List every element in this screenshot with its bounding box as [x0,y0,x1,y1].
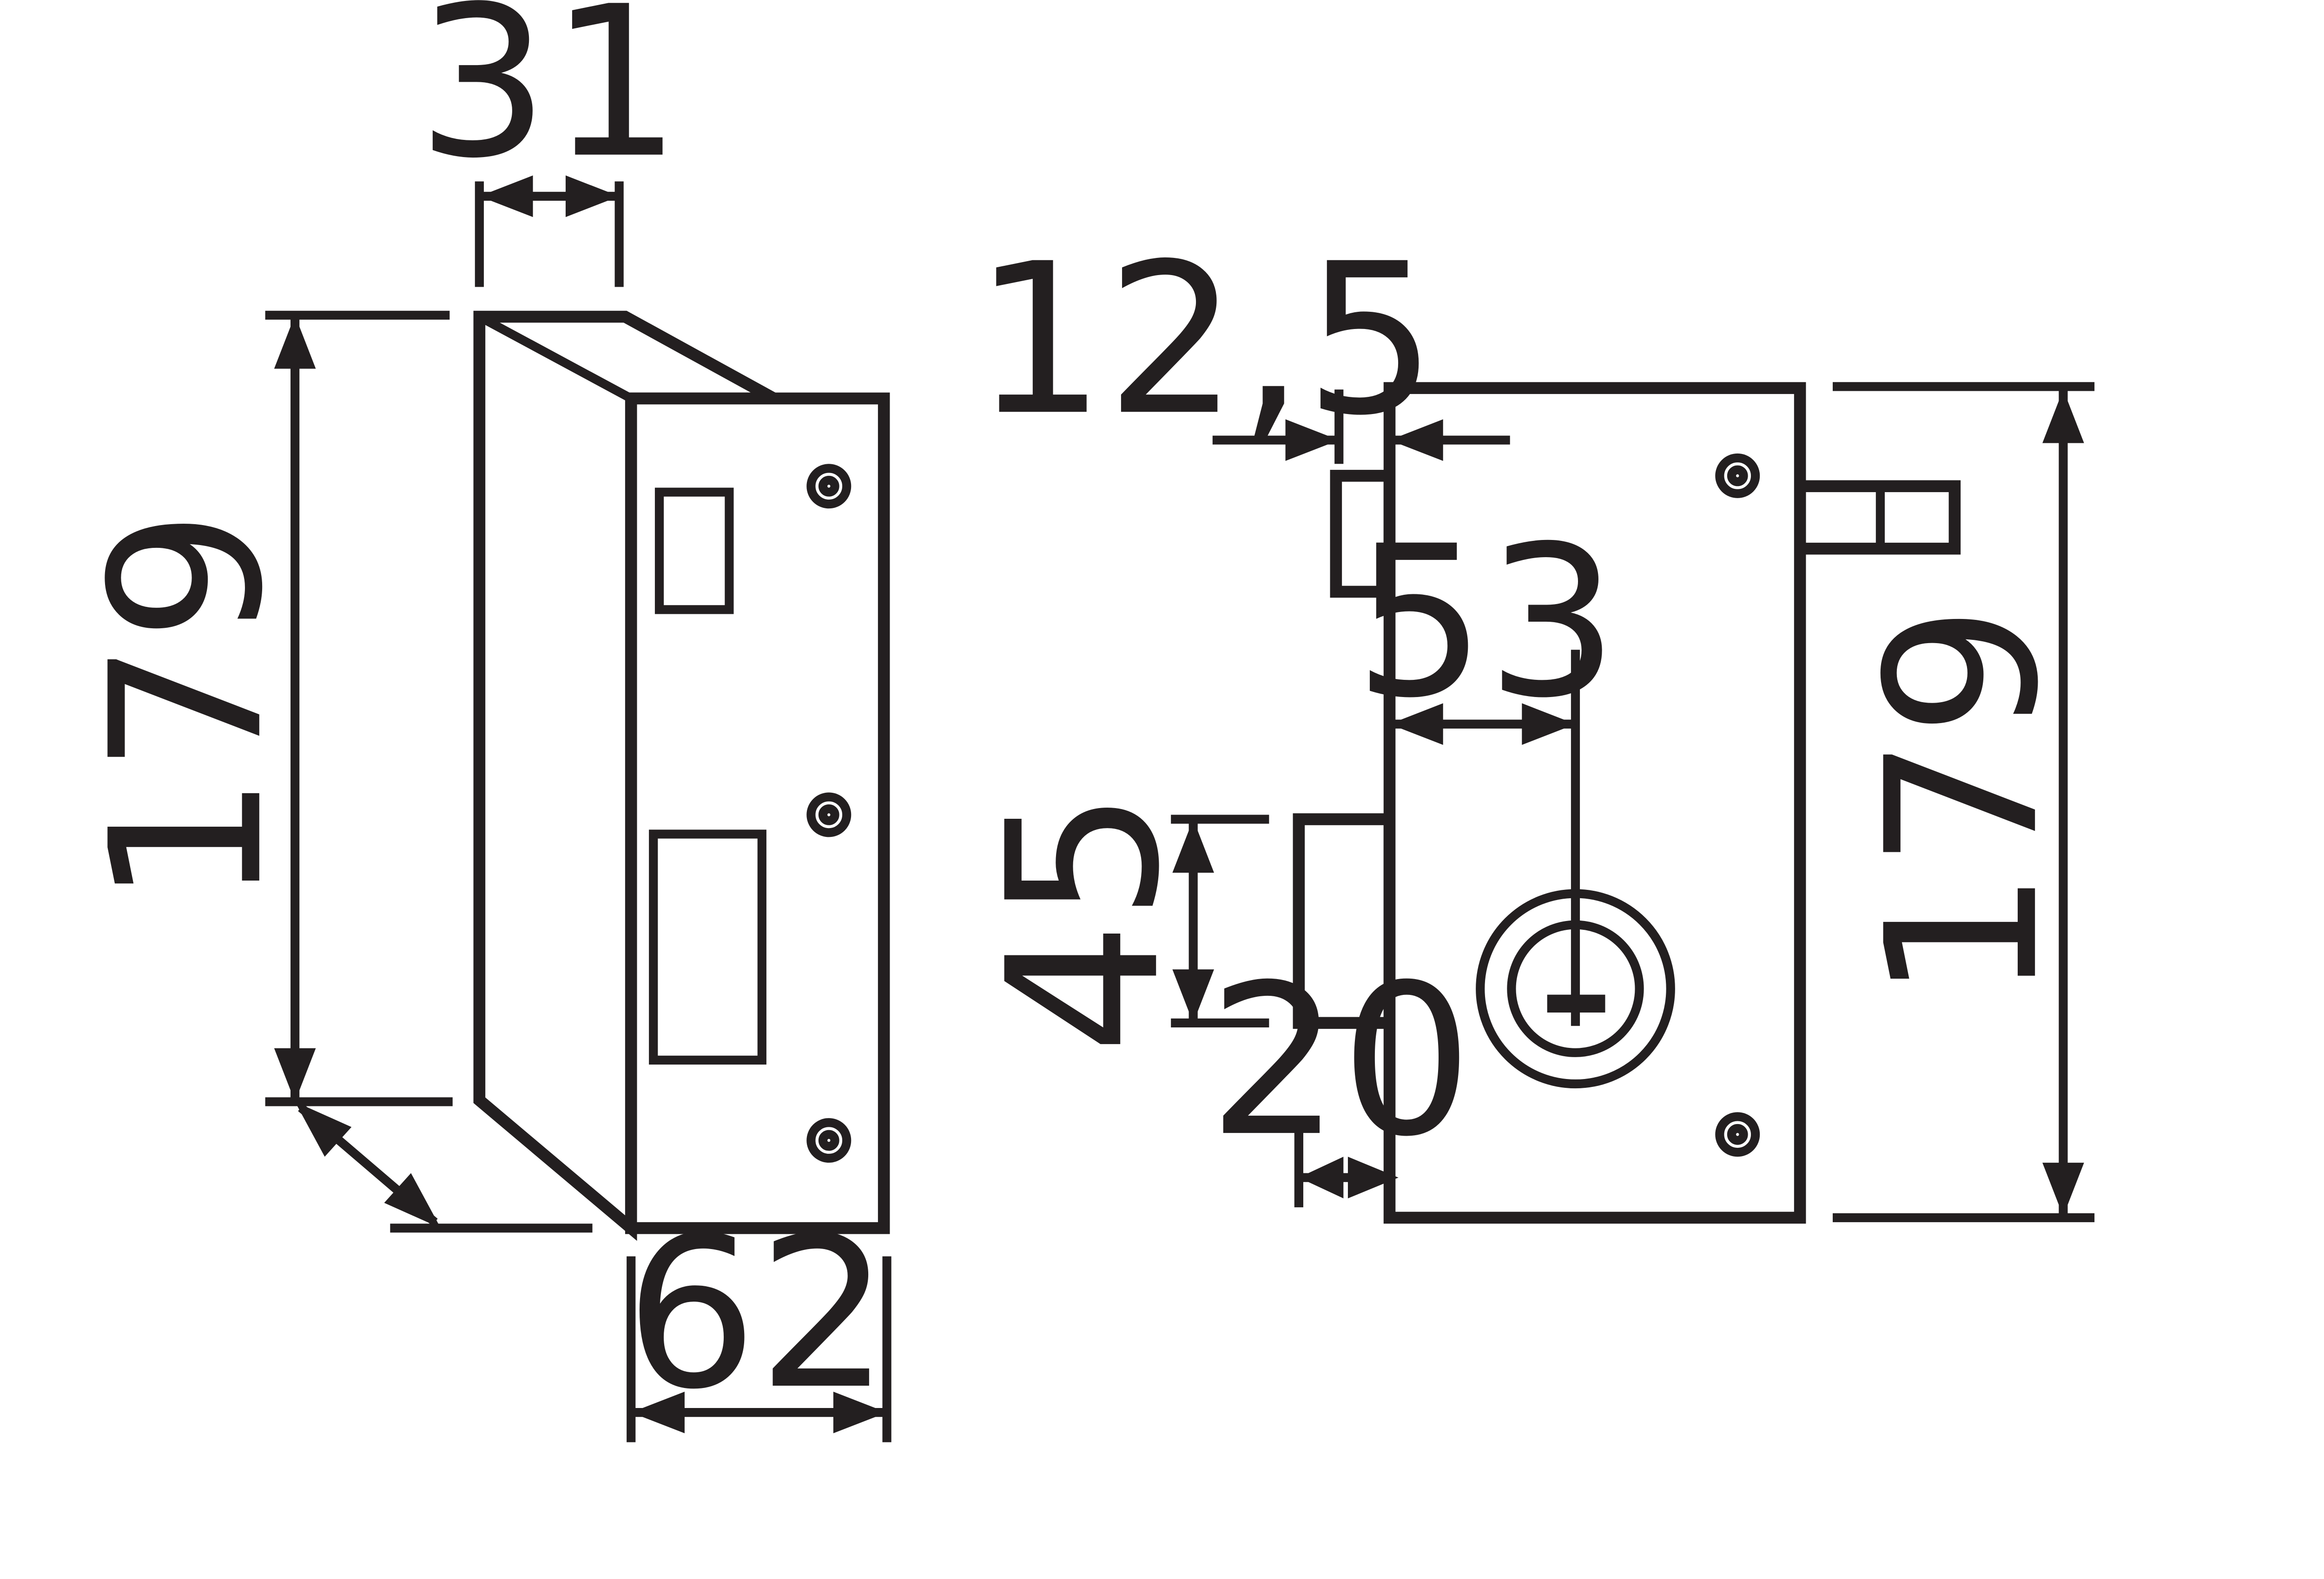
screw-icon [806,792,852,837]
dimension-label: 53 [1354,501,1619,743]
dimension-diagonal [295,1101,593,1233]
dimension-45: 45 [963,790,1269,1054]
dimension-label: 179 [66,509,309,907]
side-view: 31 179 62 [66,0,891,1442]
dimension-179-side: 179 [66,310,453,1106]
dimension-20: 20 [1208,940,1473,1208]
screw-icon [1715,1112,1760,1157]
latch-opening [654,487,734,614]
dimension-label: 12,5 [973,218,1437,461]
screw-icon [806,1118,852,1163]
dimension-62: 62 [625,1192,891,1442]
dimension-label: 179 [1842,604,2084,1001]
dimension-label: 20 [1208,940,1473,1182]
dimension-179-front: 179 [1833,382,2095,1223]
dimension-label: 31 [417,0,682,204]
dimension-31: 31 [417,0,682,287]
screw-icon [806,464,852,509]
dimension-53: 53 [1354,501,1619,1026]
bolt-opening [649,829,766,1065]
dimension-label: 62 [625,1192,890,1435]
side-view-front-plate [625,392,890,1234]
screw-icon [1715,453,1760,498]
front-view: 12,5 53 45 20 [963,218,2095,1224]
dimension-12-5: 12,5 [973,218,1510,464]
dimension-label: 45 [963,790,1205,1054]
